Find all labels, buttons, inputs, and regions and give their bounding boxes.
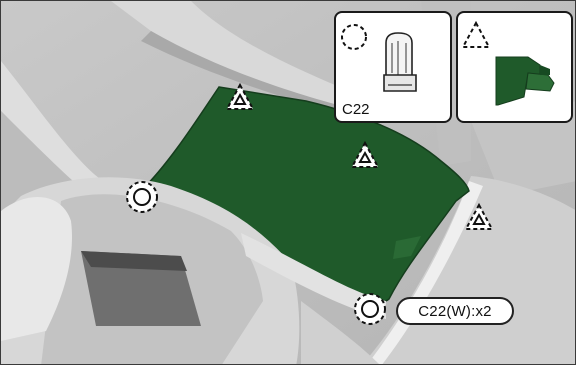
tab-icon: [496, 57, 554, 105]
dashed-triangle-icon: [463, 23, 489, 47]
clip-icon: [384, 33, 416, 91]
clip-count-callout: C22(W):x2: [396, 297, 514, 325]
circle-marker-1: [127, 182, 157, 212]
dashed-circle-icon: [342, 25, 366, 49]
circle-marker-2: [355, 294, 385, 324]
tab-detail-inset: [456, 11, 573, 123]
clip-detail-inset: C22: [334, 11, 452, 123]
clip-code-label: C22: [342, 102, 370, 117]
